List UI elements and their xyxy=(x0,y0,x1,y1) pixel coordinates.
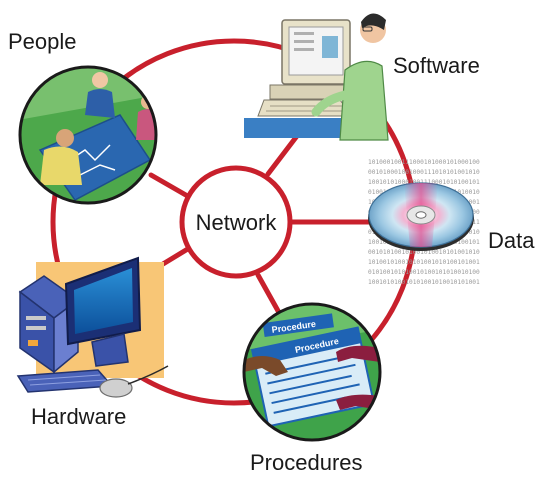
data-node: 101000100111000101000101000100 001010001… xyxy=(368,159,535,286)
procedure-document-icon: Procedure Procedure xyxy=(244,304,380,440)
software-node: Software xyxy=(244,13,480,141)
network-node: Network xyxy=(179,165,293,279)
people-node: People xyxy=(8,29,158,205)
data-label: Data xyxy=(488,228,535,253)
software-label: Software xyxy=(393,53,480,78)
spoke-people xyxy=(148,172,194,201)
procedures-label: Procedures xyxy=(250,450,363,475)
binary-row: 101001010010101001010100101001 xyxy=(368,259,480,266)
computer-user-icon xyxy=(244,13,389,141)
binary-row: 100101010010101001010010101001 xyxy=(368,279,480,286)
binary-row: 001010001001000111010101001010 xyxy=(368,169,480,176)
optical-disc-icon xyxy=(368,182,474,251)
binary-row: 101000100111000101000101000100 xyxy=(368,159,480,166)
people-meeting-icon xyxy=(20,67,156,203)
binary-row: 010100101010010100101010010100 xyxy=(368,269,480,276)
hardware-node: Hardware xyxy=(16,256,169,429)
spoke-hardware xyxy=(160,244,194,267)
desktop-computer-icon xyxy=(16,256,169,398)
network-label: Network xyxy=(196,210,278,235)
binary-row: 001010100101001010010101001010 xyxy=(368,249,480,256)
spokes xyxy=(148,129,381,321)
hardware-label: Hardware xyxy=(31,404,126,429)
spoke-procedures xyxy=(255,272,285,321)
procedures-node: Procedure Procedure Procedures xyxy=(242,302,382,475)
spoke-software xyxy=(265,129,303,177)
people-label: People xyxy=(8,29,77,54)
